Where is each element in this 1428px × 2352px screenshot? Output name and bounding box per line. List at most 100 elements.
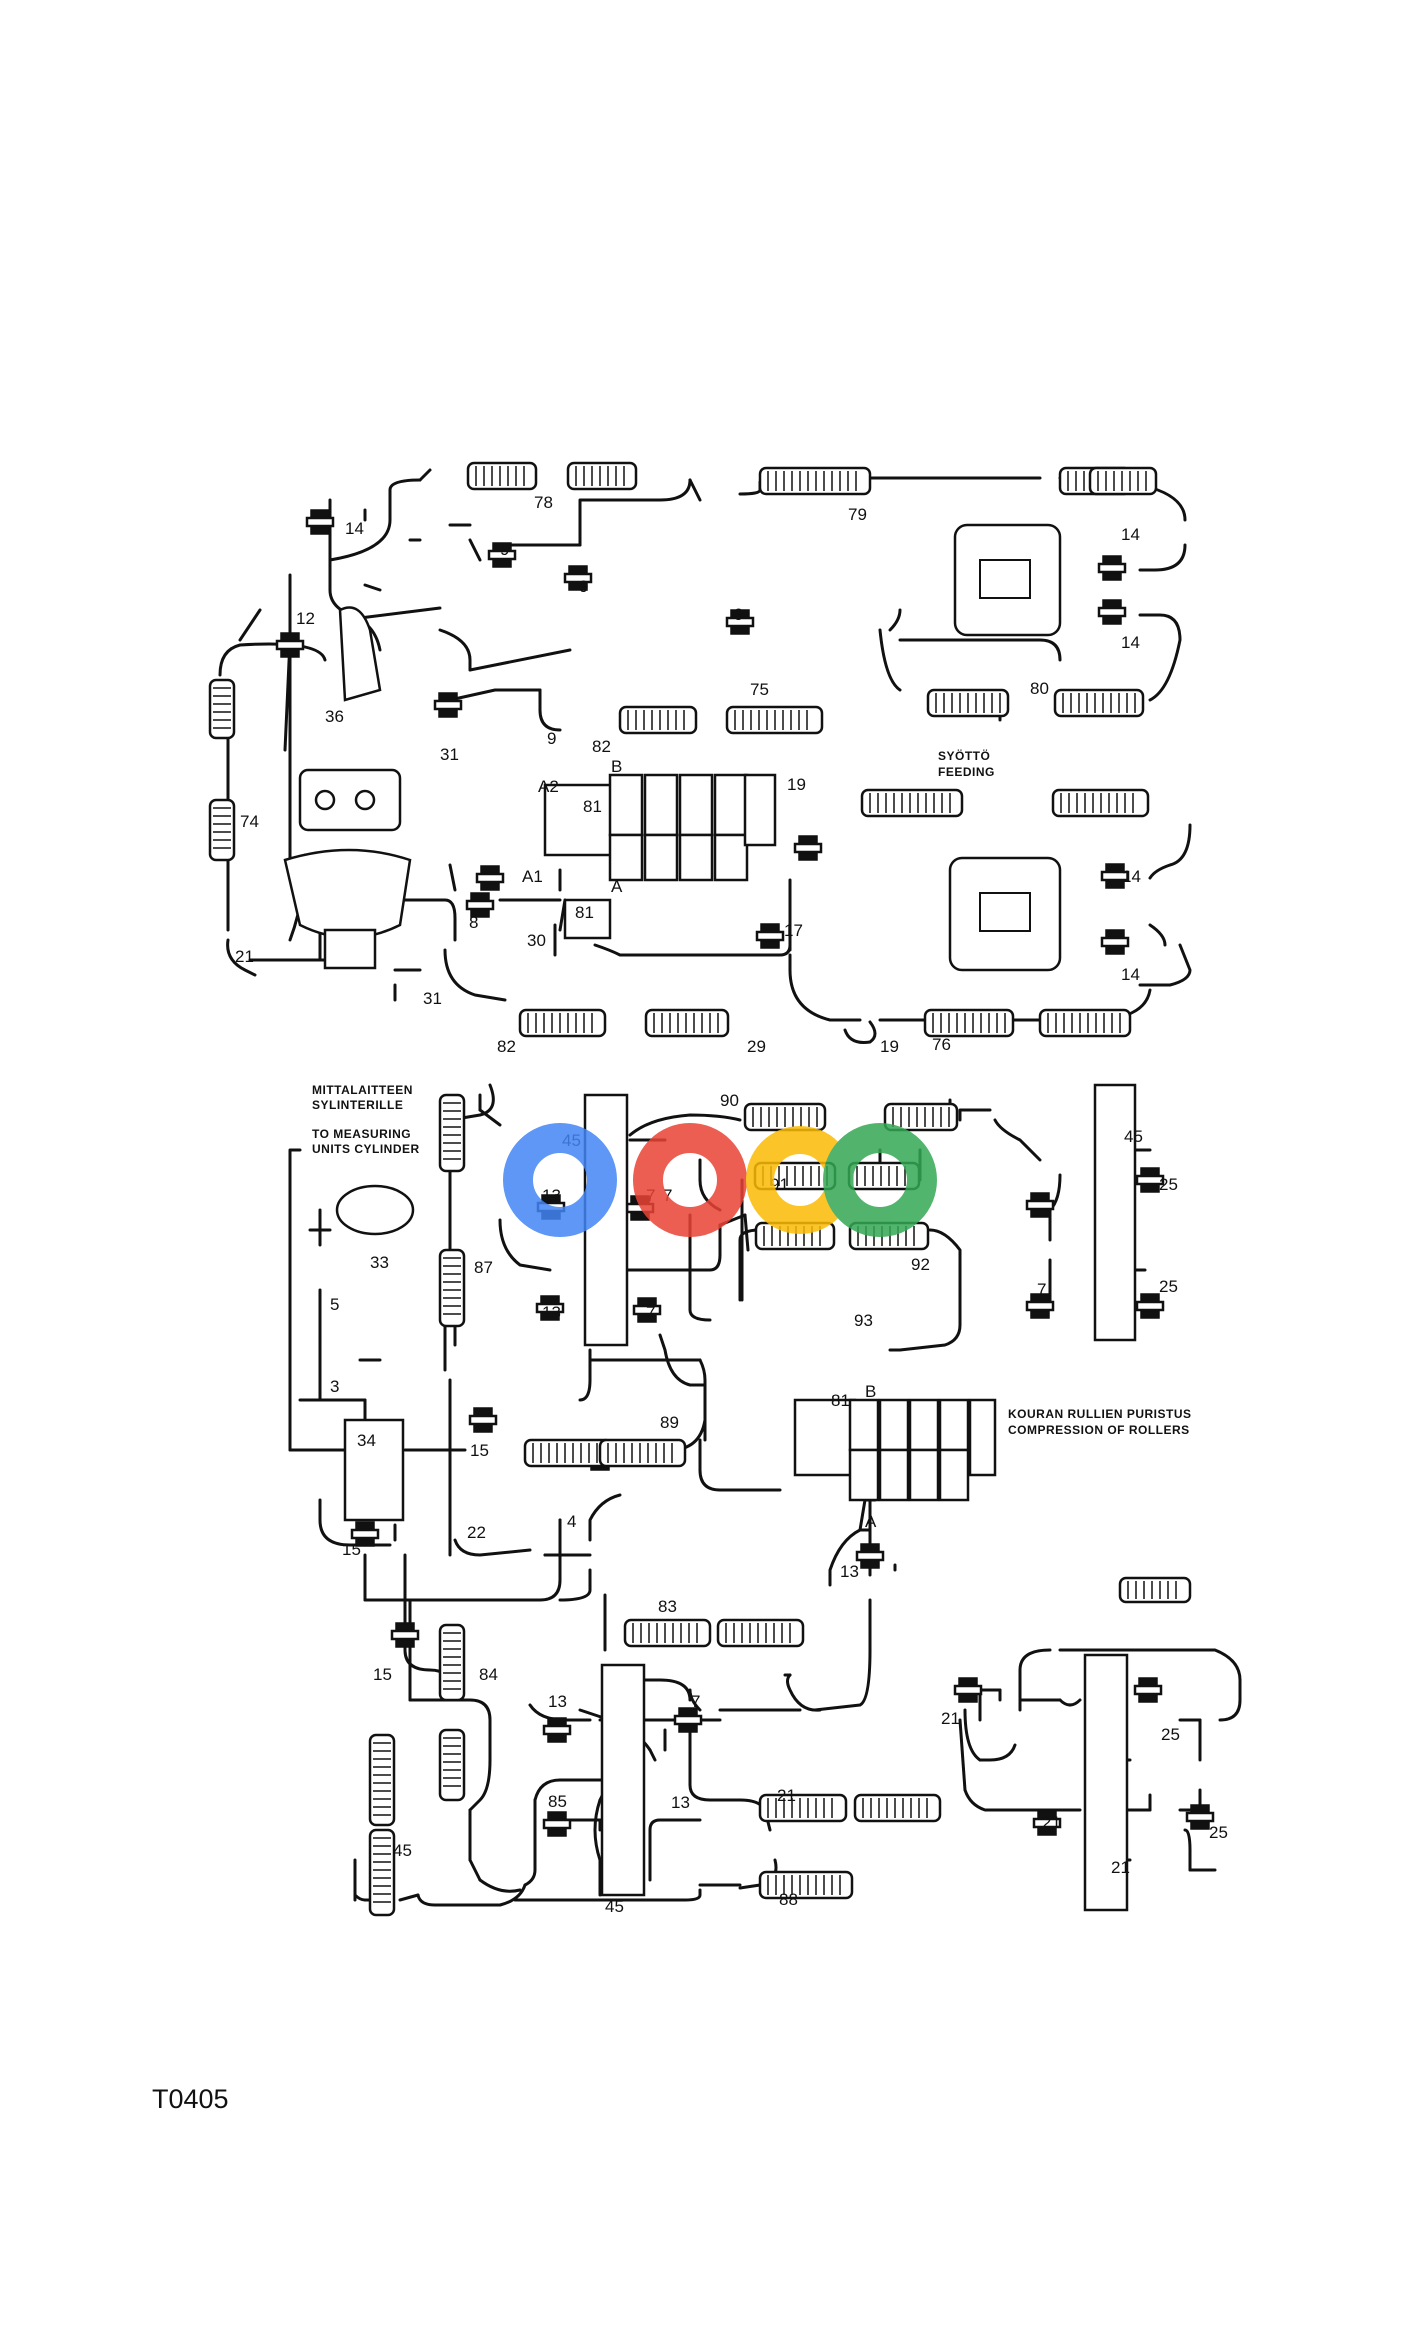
pipe-run-152 — [978, 1743, 1017, 1762]
pipe-run-16 — [226, 938, 257, 977]
swivel-block-36 — [338, 606, 382, 702]
fitting-nut-28 — [542, 1724, 572, 1736]
pipe-run-27 — [898, 638, 1062, 662]
pipe-run-1 — [328, 498, 442, 620]
pipe-run-132 — [813, 1648, 872, 1712]
roller-valve-end — [968, 1398, 997, 1477]
fitting-nut-34 — [1185, 1811, 1215, 1823]
part-label-44: 33 — [370, 1253, 389, 1272]
part-label-4: 9 — [500, 540, 509, 559]
cylinder-45-lower-right — [1083, 1653, 1129, 1912]
part-label-47: 87 — [474, 1258, 493, 1277]
pipe-run-89 — [498, 1218, 552, 1272]
hose-sleeve-15 — [1038, 1008, 1132, 1038]
pipe-run-122 — [898, 1293, 962, 1352]
hose-sleeve-10 — [860, 788, 964, 818]
roller-spool-upper-3 — [908, 1398, 940, 1452]
fitting-nut-2 — [487, 549, 517, 561]
rotator-port-1 — [314, 789, 336, 811]
pipe-run-25 — [448, 688, 542, 702]
part-label-63: 7 — [691, 1692, 700, 1711]
part-label-48: 5 — [330, 1295, 339, 1314]
pipe-run-34 — [468, 538, 482, 562]
roller-spool-upper-2 — [878, 1398, 910, 1452]
part-label-66: 21 — [777, 1786, 796, 1805]
fitting-nut-24 — [350, 1528, 380, 1540]
part-label-27: 14 — [1121, 965, 1140, 984]
watermark-c-2 — [823, 1123, 937, 1237]
part-label-73: 45 — [393, 1841, 412, 1860]
hose-sleeve-37 — [1118, 1576, 1192, 1604]
feed-motor-lower — [948, 856, 1062, 972]
note-measuring-fi-2: SYLINTERILLE — [312, 1098, 403, 1112]
hose-sleeve-13 — [644, 1008, 730, 1038]
pipe-run-82 — [558, 1568, 592, 1602]
pipe-run-114 — [993, 1118, 1042, 1162]
fitting-nut-30 — [673, 1714, 703, 1726]
pipe-run-88 — [688, 1213, 712, 1322]
pipe-run-96 — [578, 1348, 592, 1402]
pipe-run-2 — [328, 478, 422, 562]
part-label-53: 89 — [660, 1413, 679, 1432]
feed-motor-upper — [953, 523, 1062, 637]
pipe-run-42 — [443, 948, 507, 1002]
fitting-nut-20 — [1025, 1300, 1055, 1312]
pipe-run-153 — [958, 1718, 967, 1792]
pipe-run-169 — [1183, 1828, 1192, 1852]
pipe-run-209 — [648, 1818, 702, 1832]
pipe-run-206 — [648, 1748, 657, 1762]
pipe-run-197 — [468, 1758, 492, 1812]
pipe-run-186 — [416, 1893, 437, 1907]
hose-sleeve-17 — [208, 798, 236, 862]
pipe-run-67 — [363, 1518, 562, 1602]
part-label-6: 12 — [296, 609, 315, 628]
feed-motor-upper-window — [979, 559, 1031, 599]
pipe-run-101 — [658, 1333, 707, 1387]
pipe-run-21 — [438, 628, 472, 672]
part-label-11: 9 — [547, 729, 556, 748]
fitting-nut-29 — [542, 1818, 572, 1830]
hose-sleeve-16 — [208, 678, 236, 740]
part-label-17: 14 — [1121, 525, 1140, 544]
pipe-run-109 — [743, 1213, 750, 1252]
part-label-68: 13 — [671, 1793, 690, 1812]
watermark-c-1 — [503, 1123, 617, 1237]
pipe-run-30 — [1138, 943, 1192, 987]
pipe-run-184 — [498, 1883, 527, 1907]
hose-sleeve-1 — [466, 461, 538, 491]
note-measuring-en-1: TO MEASURING — [312, 1127, 411, 1141]
port-letter-4: A — [865, 1512, 877, 1531]
part-label-49: 3 — [330, 1377, 339, 1396]
fitting-nut-3 — [563, 572, 593, 584]
note-feeding-fi: SYÖTTÖ — [938, 748, 990, 763]
part-label-16: 80 — [1030, 679, 1049, 698]
rotator-shaft — [323, 928, 377, 970]
part-label-67: 85 — [548, 1792, 567, 1811]
part-label-52: 15 — [470, 1441, 489, 1460]
part-label-25: 17 — [784, 921, 803, 940]
valve-end-block — [743, 773, 777, 847]
part-label-50: 93 — [854, 1311, 873, 1330]
fitting-nut-22 — [1135, 1300, 1165, 1312]
part-label-21: 8 — [469, 913, 478, 932]
valve-spool-lower-3 — [678, 833, 714, 882]
hose-sleeve-36 — [758, 1870, 854, 1900]
pipe-run-35 — [238, 608, 262, 642]
fitting-nut-33 — [1032, 1817, 1062, 1829]
pipe-run-135 — [688, 1688, 702, 1712]
fitting-nut-23 — [468, 1414, 498, 1426]
part-label-28: 31 — [423, 989, 442, 1008]
pipe-run-48 — [843, 1020, 877, 1044]
part-label-1: 14 — [345, 519, 364, 538]
part-label-26: 14 — [1122, 867, 1141, 886]
valve-34 — [343, 1418, 405, 1522]
pipe-run-6 — [688, 478, 702, 502]
fitting-nut-27 — [390, 1629, 420, 1641]
part-label-69: 21 — [1042, 1813, 1061, 1832]
hose-assemblies — [208, 461, 1192, 1917]
pipe-run-18 — [283, 638, 292, 752]
fitting-nut-19 — [1025, 1199, 1055, 1211]
part-label-15: 81 — [583, 797, 602, 816]
part-label-62: 13 — [548, 1692, 567, 1711]
